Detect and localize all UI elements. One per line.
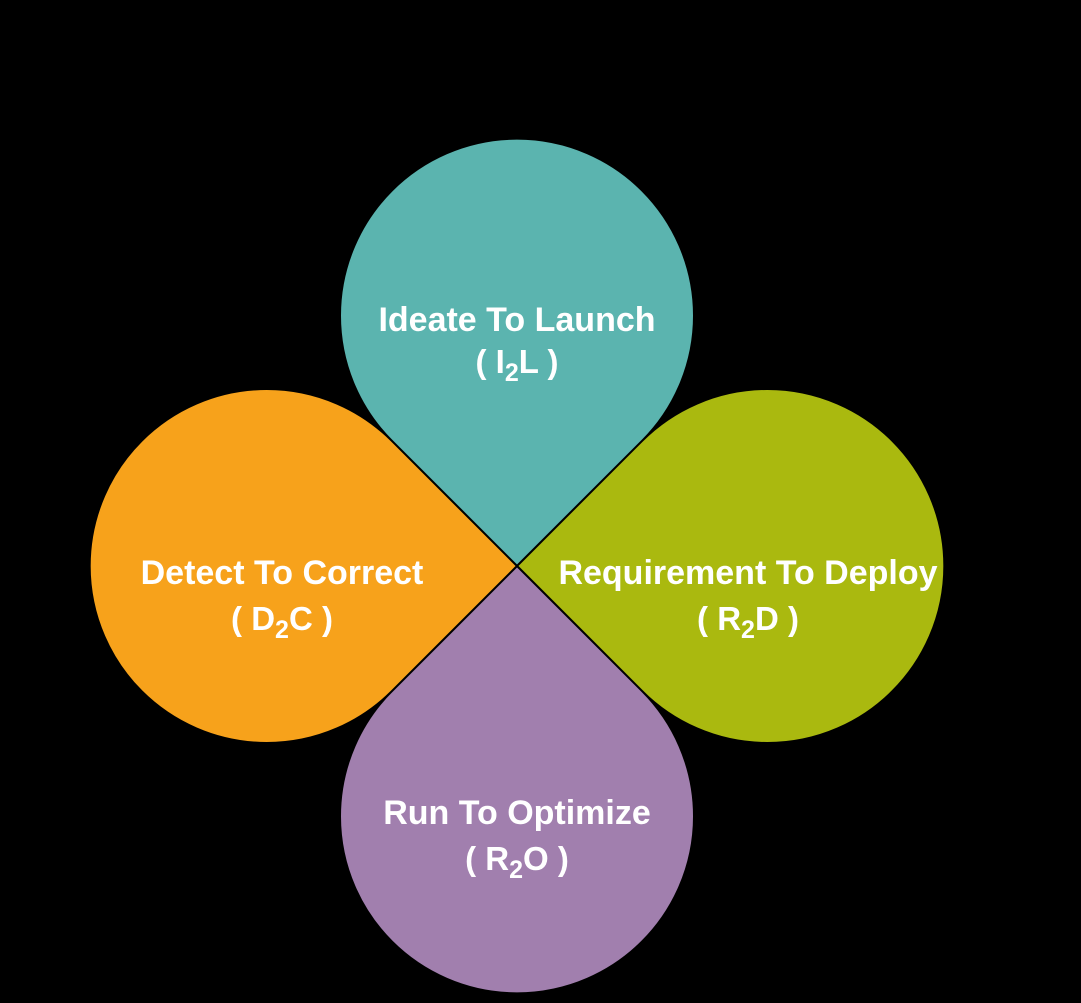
abbr-post: D ) (755, 600, 799, 637)
petal-run-to-optimize (339, 564, 695, 995)
petal-abbr-run-to-optimize: ( R2O ) (465, 840, 569, 884)
petal-abbr-requirement-to-deploy: ( R2D ) (697, 600, 799, 644)
petal-requirement-to-deploy (515, 388, 946, 744)
abbr-post: O ) (523, 840, 569, 877)
abbr-subscript: 2 (275, 616, 289, 644)
abbr-pre: ( R (697, 600, 741, 637)
petal-label-requirement-to-deploy: Requirement To Deploy (558, 554, 937, 592)
abbr-pre: ( I (476, 343, 505, 380)
petal-detect-to-correct (88, 388, 519, 744)
petal-texts: Ideate To Launch ( I2L ) Requirement To … (141, 301, 938, 884)
petal-label-detect-to-correct: Detect To Correct (141, 554, 424, 592)
petal-abbr-ideate-to-launch: ( I2L ) (476, 343, 559, 387)
abbr-subscript: 2 (505, 359, 519, 387)
abbr-post: C ) (289, 600, 333, 637)
petal-label-run-to-optimize: Run To Optimize (383, 794, 651, 832)
abbr-subscript: 2 (741, 616, 755, 644)
petal-ideate-to-launch (339, 137, 695, 568)
petal-shapes (88, 137, 946, 995)
abbr-post: L ) (519, 343, 559, 380)
abbr-subscript: 2 (509, 856, 523, 884)
petal-label-ideate-to-launch: Ideate To Launch (378, 301, 655, 339)
petal-abbr-detect-to-correct: ( D2C ) (231, 600, 333, 644)
abbr-pre: ( R (465, 840, 509, 877)
abbr-pre: ( D (231, 600, 275, 637)
